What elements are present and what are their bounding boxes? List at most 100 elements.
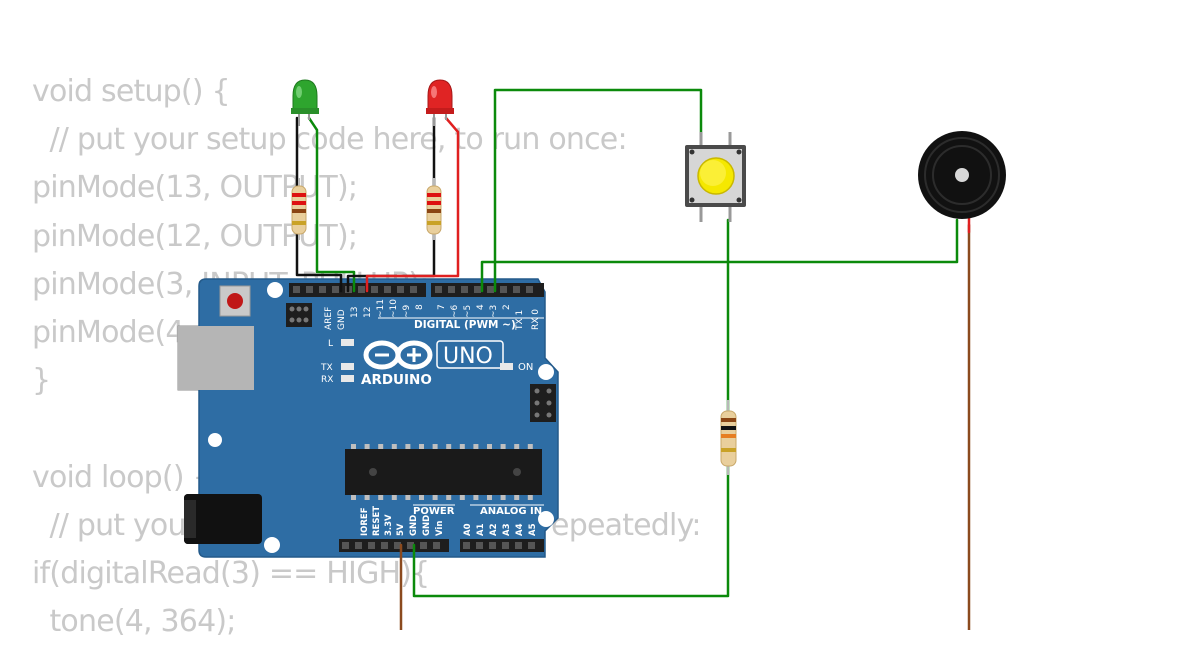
pin-hole[interactable] [407,542,414,549]
pin-hole[interactable] [355,542,362,549]
pin-hole[interactable] [410,286,417,293]
pin-label-13: 13 [350,307,360,318]
analog-pin-label: A2 [489,523,499,536]
chip-pin [378,444,384,449]
chip-pin [459,495,465,500]
pin-hole[interactable] [515,542,522,549]
pin-label-5: ~5 [463,305,473,318]
resistor-red-led[interactable] [426,178,442,240]
pin-hole[interactable] [306,286,313,293]
pin-hole[interactable] [371,286,378,293]
chip-pin [351,495,356,500]
chip-pin [487,444,492,449]
pin-hole[interactable] [448,286,455,293]
pin-hole[interactable] [342,542,349,549]
analog-pin-label: A0 [463,523,473,536]
pin-label-2: 2 [502,304,512,310]
led-l [341,339,354,346]
pin-hole[interactable] [420,542,427,549]
pin-label-10: ~10 [389,299,399,318]
pin-hole[interactable] [368,542,375,549]
pin-hole[interactable] [381,542,388,549]
pin-hole[interactable] [384,286,391,293]
piezo-buzzer[interactable] [918,131,1006,219]
icsp-header-2 [530,384,556,422]
wire-red-led-pin12[interactable] [365,116,460,293]
power-pin-label: GND [422,515,432,536]
led-rx [341,375,354,382]
pin-hole[interactable] [528,542,535,549]
usb-connector-front [178,326,254,390]
push-button[interactable] [685,132,746,222]
led-l-label: L [328,339,333,349]
chip-pin [432,495,438,500]
arduino-brand: ARDUINO [361,372,432,388]
chip-pin [419,444,424,449]
pin-hole[interactable] [332,286,339,293]
pin-hole[interactable] [397,286,404,293]
chip-pin [446,444,452,449]
wire-button-pin3[interactable] [493,88,703,293]
reset-button-cap[interactable] [227,293,243,309]
mounting-hole [264,537,280,553]
arduino-uno-board[interactable]: AREF GND 13 12 ~11 ~10 ~9 8 7 ~6 ~5 4 ~3… [177,278,559,558]
pin-hole[interactable] [487,286,494,293]
pin-hole[interactable] [319,286,326,293]
digital-pwm-label: DIGITAL (PWM ~) [414,319,516,331]
pin-label-1: TX 1 [515,310,525,331]
pin-hole[interactable] [476,542,483,549]
red-led[interactable] [426,79,454,126]
chip-pin [514,495,520,500]
pin-hole[interactable] [433,542,440,549]
pin-hole[interactable] [489,542,496,549]
analog-pin-label: A3 [502,523,512,536]
pin-label-7: 7 [437,304,447,310]
wire-green-led-pin13[interactable] [307,116,356,293]
pin-hole[interactable] [526,286,533,293]
pin-hole[interactable] [461,286,468,293]
chip-pin [446,495,452,500]
chip-pins [351,444,533,500]
analog-in-label: ANALOG IN [480,506,542,517]
pin-hole[interactable] [502,542,509,549]
aref-label: AREF [324,307,334,330]
chip-pin [405,495,411,500]
green-led[interactable] [291,79,319,126]
chip-pin [378,495,384,500]
chip-pin [514,444,520,449]
pin-label-3: ~3 [489,305,499,318]
resistor-button[interactable] [720,400,737,475]
uno-label: UNO [443,344,493,369]
pin-hole[interactable] [293,286,300,293]
chip-pin [473,444,479,449]
chip-pin [391,495,397,500]
wire-red-led-cathode[interactable] [346,116,436,293]
chip-pin [405,444,411,449]
pin-label-4: 4 [476,304,486,310]
resistor-green-led[interactable] [291,178,307,240]
pin-hole[interactable] [394,542,401,549]
pin-hole[interactable] [463,542,470,549]
pin-hole[interactable] [474,286,481,293]
pin-hole[interactable] [435,286,442,293]
pin-label-8: 8 [415,304,425,310]
mounting-hole [267,282,283,298]
power-pin-label: 5V [396,523,406,536]
pin-hole[interactable] [500,286,507,293]
chip-pin [527,495,533,500]
code-line: pinMode(12, OUTPUT); [32,218,358,254]
power-pin-label: RESET [372,506,382,536]
pin-hole[interactable] [358,286,365,293]
pin-hole[interactable] [513,286,520,293]
gnd-label: GND [337,309,347,330]
code-line: // put your setup code here, to run once… [32,122,627,158]
pin-label-6: ~6 [450,304,460,318]
wire-buzzer-pin4[interactable] [480,218,959,293]
icsp-header-1 [286,303,312,327]
circuit-diagram: AREF GND 13 12 ~11 ~10 ~9 8 7 ~6 ~5 4 ~3… [177,79,1006,630]
power-jack-front [184,494,262,544]
chip-pin [500,444,506,449]
power-jack-inner [184,500,196,538]
power-pin-label: Vin [435,521,445,536]
uno-badge [436,340,504,369]
